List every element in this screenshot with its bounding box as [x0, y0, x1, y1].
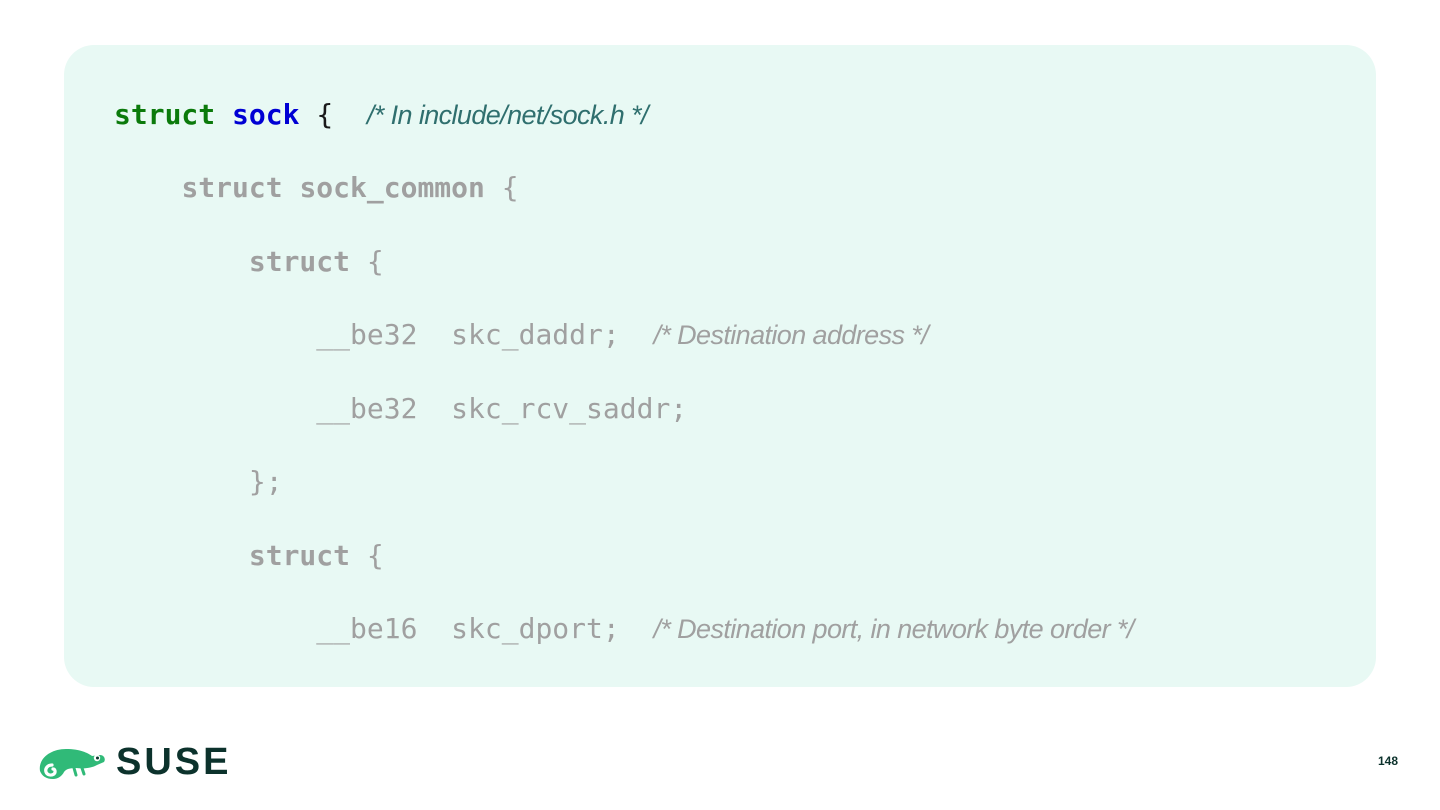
code-text: __be32 skc_daddr;	[316, 318, 620, 351]
suse-logo: SUSE	[34, 741, 231, 783]
code-line-4: __be32 skc_daddr; /* Destination address…	[114, 315, 928, 355]
code-comment: /* Destination port, in network byte ord…	[653, 614, 1134, 644]
open-brace: {	[501, 171, 519, 204]
code-line-2: struct sock_common {	[114, 168, 519, 208]
code-line-8: __be16 skc_dport; /* Destination port, i…	[114, 609, 1134, 649]
code-line-1: struct sock { /* In include/net/sock.h *…	[114, 95, 648, 135]
keyword-struct: struct	[248, 539, 351, 572]
open-brace: {	[366, 539, 384, 572]
suse-chameleon-icon	[39, 749, 105, 779]
code-comment: /* In include/net/sock.h */	[366, 100, 649, 130]
open-brace: {	[316, 98, 334, 131]
code-line-3: struct {	[114, 242, 384, 282]
code-line-5: __be32 skc_rcv_saddr;	[114, 389, 687, 429]
keyword-struct: struct	[114, 98, 216, 131]
open-brace: {	[366, 245, 384, 278]
code-block: struct sock { /* In include/net/sock.h *…	[64, 45, 1376, 687]
page-number: 148	[1377, 754, 1398, 768]
code-text: };	[248, 465, 283, 498]
logo-text: SUSE	[116, 741, 232, 783]
code-text: __be16 skc_dport;	[316, 612, 620, 645]
code-line-6: };	[114, 462, 283, 502]
keyword-sock: sock	[232, 98, 300, 131]
code-line-7: struct {	[114, 536, 384, 576]
keyword-struct: struct	[248, 245, 351, 278]
code-text: __be32 skc_rcv_saddr;	[316, 392, 688, 425]
code-comment: /* Destination address */	[653, 320, 929, 350]
keyword-struct-sock-common: struct sock_common	[181, 171, 485, 204]
